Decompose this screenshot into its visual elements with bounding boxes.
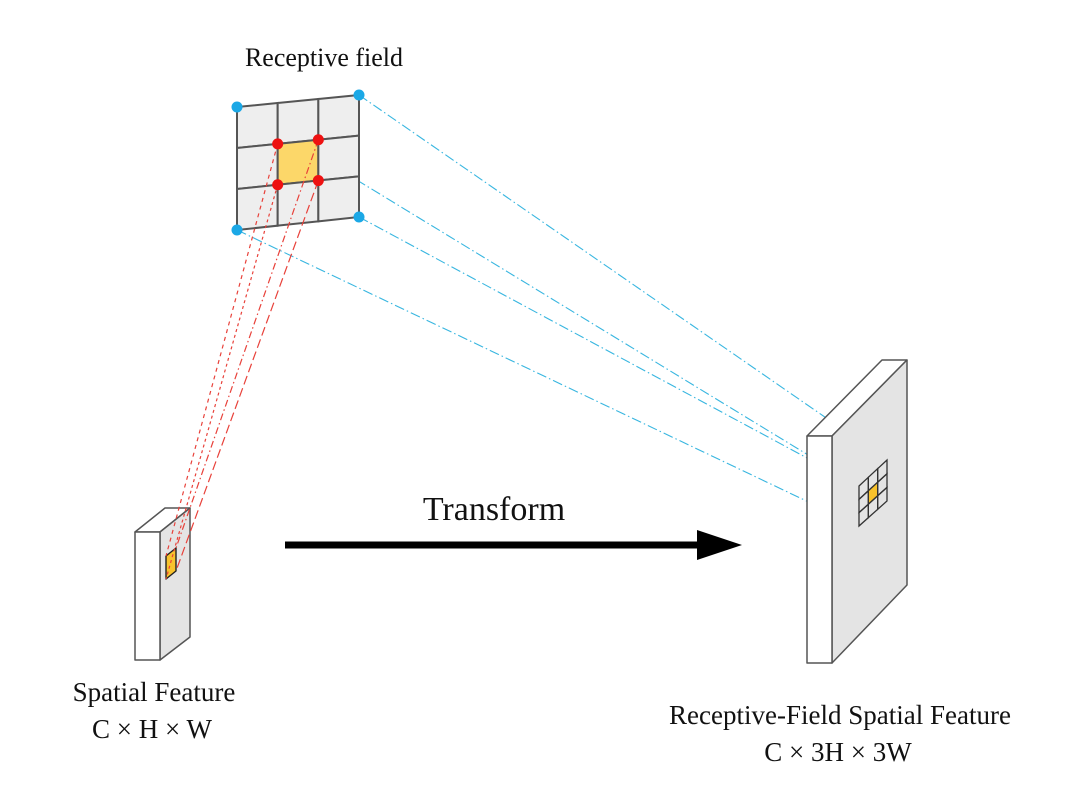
receptive-field-cell xyxy=(236,183,279,232)
red-point-top-right xyxy=(312,134,324,146)
receptive-field-cell xyxy=(276,97,320,145)
blue-line-top-right xyxy=(358,94,888,461)
rf-spatial-feature-block xyxy=(806,359,908,664)
blue-point-bottom-left xyxy=(231,224,243,236)
receptive-field-cell xyxy=(317,175,360,223)
spatial-feature-label: Spatial Feature xyxy=(73,677,236,707)
spatial-feature-pixel xyxy=(165,547,177,580)
red-line-bottom-right xyxy=(175,180,319,572)
rf-spatial-feature-block-front xyxy=(806,435,833,664)
blue-line-top-left xyxy=(236,106,860,487)
receptive-field-cell xyxy=(236,101,279,150)
red-point-bottom-right xyxy=(312,175,324,187)
rf-spatial-feature-label: Receptive-Field Spatial Feature xyxy=(669,700,1011,730)
red-point-bottom-left xyxy=(272,179,284,191)
red-line-bottom-left xyxy=(165,184,279,580)
red-point-top-left xyxy=(272,138,284,150)
receptive-field-grid xyxy=(236,93,360,232)
receptive-field-center-cell xyxy=(276,138,320,186)
blue-line-bottom-left xyxy=(236,229,860,527)
receptive-field-cell xyxy=(317,93,360,141)
transform-arrow-head xyxy=(697,530,742,560)
red-line-top-left xyxy=(165,143,279,557)
spatial-feature-block-side xyxy=(159,507,191,661)
rf-spatial-feature-shape: C × 3H × 3W xyxy=(764,737,912,767)
red-projection-lines xyxy=(165,139,319,580)
transform-label: Transform xyxy=(423,491,565,528)
receptive-field-cell xyxy=(317,134,360,182)
grid-corner-points xyxy=(231,89,365,236)
rf-small-grid-cell xyxy=(877,485,888,511)
receptive-field-title: Receptive field xyxy=(245,43,403,72)
blue-point-top-left xyxy=(231,101,243,113)
blue-line-bottom-right xyxy=(358,216,888,502)
receptive-field-cell xyxy=(236,142,279,191)
transform-arrow xyxy=(285,530,742,560)
rf-small-grid xyxy=(858,458,888,528)
blue-point-bottom-right xyxy=(353,211,365,223)
blue-point-top-right xyxy=(353,89,365,101)
spatial-feature-shape: C × H × W xyxy=(92,714,212,744)
blue-projection-lines xyxy=(236,94,888,527)
receptive-field-cell xyxy=(276,179,320,227)
spatial-feature-block xyxy=(134,507,191,661)
spatial-feature-block-front xyxy=(134,531,161,661)
